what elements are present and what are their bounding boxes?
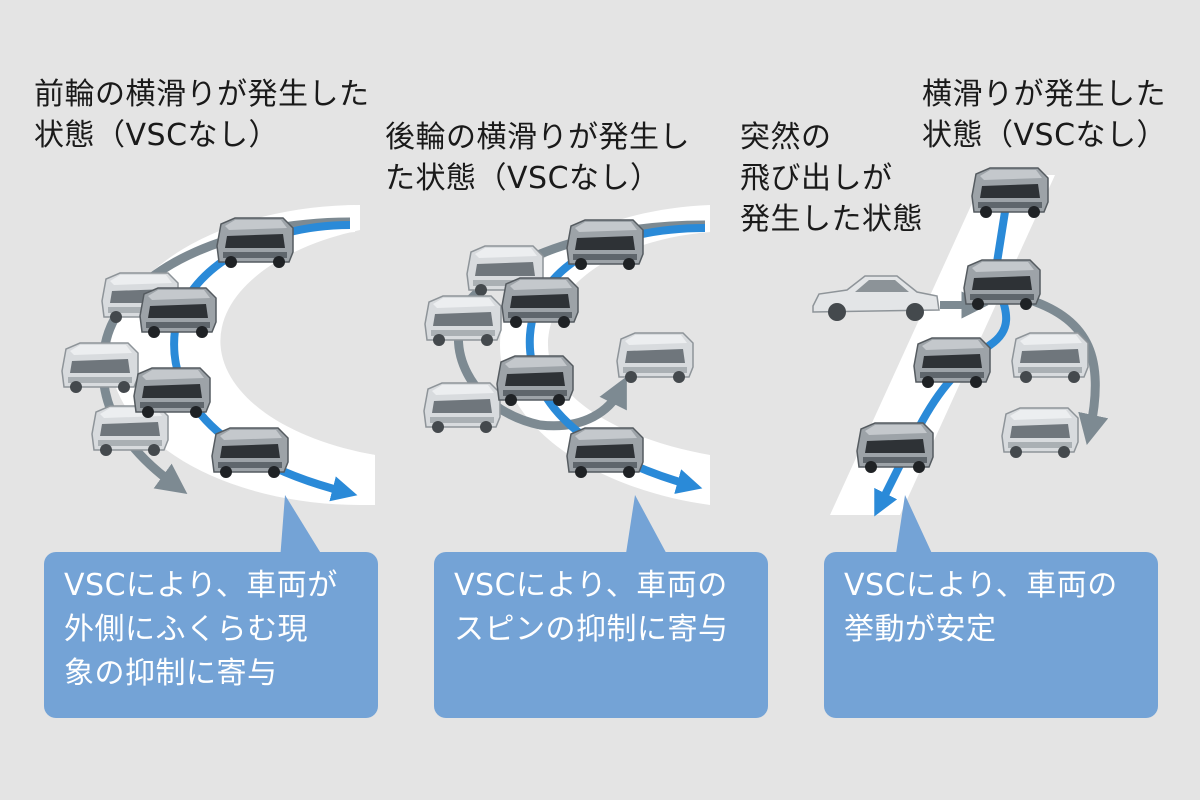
car-icon — [856, 422, 934, 474]
car-icon — [566, 219, 644, 271]
panel-3-caption: VSCにより、車両の 挙動が安定 — [824, 552, 1158, 718]
panel-2-caption: VSCにより、車両の スピンの抑制に寄与 — [434, 552, 768, 718]
callout-pointer-3 — [895, 495, 935, 560]
panel-1-title: 前輪の横滑りが発生した 状態（VSCなし） — [34, 77, 370, 153]
panel-1-illustration — [61, 205, 375, 505]
panel-2-illustration — [423, 205, 710, 505]
panel-1-caption: VSCにより、車両が 外側にふくらむ現 象の抑制に寄与 — [44, 552, 378, 718]
sedan-icon — [812, 275, 940, 322]
callout-pointer-2 — [625, 495, 670, 560]
car-icon — [566, 427, 644, 479]
car-ghost-icon — [424, 295, 502, 347]
car-ghost-icon — [616, 332, 694, 384]
car-icon — [971, 167, 1049, 219]
car-ghost-icon — [91, 405, 169, 457]
car-ghost-icon — [61, 342, 139, 394]
car-icon — [139, 287, 217, 339]
car-icon — [501, 277, 579, 329]
panel-3-illustration — [812, 167, 1109, 517]
car-ghost-icon — [423, 382, 501, 434]
car-icon — [133, 367, 211, 419]
car-icon — [216, 217, 294, 269]
panel-3-title: 突然の 飛び出しが 発生した状態 — [740, 120, 923, 237]
panel-3-title-secondary: 横滑りが発生した 状態（VSCなし） — [922, 77, 1168, 153]
car-icon — [211, 427, 289, 479]
callout-pointer-1 — [280, 495, 325, 560]
car-icon — [496, 355, 574, 407]
car-ghost-icon — [1011, 332, 1089, 384]
car-icon — [963, 259, 1041, 311]
car-ghost-icon — [1001, 407, 1079, 459]
car-icon — [913, 337, 991, 389]
panel-2-title: 後輪の横滑りが発生し た状態（VSCなし） — [385, 120, 690, 196]
road-curve-1 — [110, 205, 375, 505]
